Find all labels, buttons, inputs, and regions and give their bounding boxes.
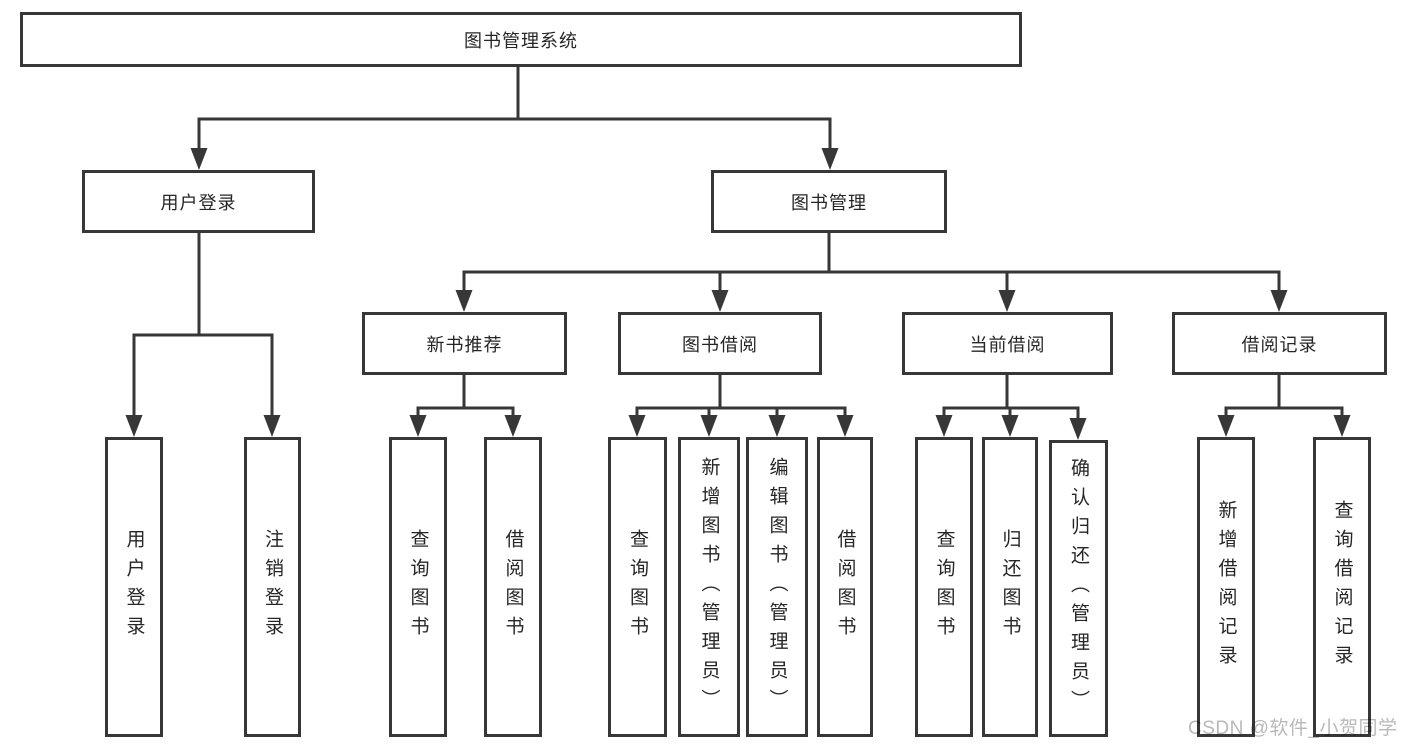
arrowhead-icon (1001, 415, 1019, 437)
leaf-add-borrow-record: 新增借阅记录 (1197, 437, 1255, 737)
node-label: 查询借阅记录 (1331, 500, 1353, 674)
node-label: 图书管理 (791, 192, 867, 213)
arrowhead-icon (455, 290, 473, 312)
arrowhead-icon (628, 415, 646, 437)
arrowhead-icon (768, 415, 786, 437)
arrowhead-icon (504, 415, 522, 437)
node-user-login: 用户登录 (82, 170, 315, 233)
node-label: 用户登录 (160, 192, 237, 213)
leaf-borrow-books: 借阅图书 (817, 437, 873, 737)
node-label: 图书管理系统 (464, 30, 578, 51)
leaf-add-book-admin: 新增图书（管理员） (678, 437, 740, 737)
arrowhead-icon (263, 415, 281, 437)
leaf-query-borrow-record: 查询借阅记录 (1313, 437, 1371, 737)
node-label: 借阅图书 (502, 529, 524, 645)
node-label: 新增图书（管理员） (698, 456, 720, 718)
arrowhead-icon (836, 415, 854, 437)
node-book-borrow: 图书借阅 (618, 312, 822, 375)
arrowhead-icon (935, 415, 953, 437)
node-label: 当前借阅 (969, 334, 1046, 355)
node-label: 用户登录 (123, 529, 145, 645)
node-label: 归还图书 (999, 529, 1021, 645)
arrowhead-icon (711, 290, 729, 312)
arrowhead-icon (1333, 415, 1351, 437)
watermark: CSDN @软件_小贺同学 (1188, 718, 1398, 739)
leaf-borrow-books-recommend: 借阅图书 (484, 437, 542, 737)
arrowhead-icon (821, 148, 839, 170)
leaf-user-login: 用户登录 (105, 437, 163, 737)
node-library-system: 图书管理系统 (20, 12, 1022, 67)
arrowhead-icon (190, 148, 208, 170)
leaf-query-books-current: 查询图书 (915, 437, 973, 737)
leaf-confirm-return-admin: 确认归还（管理员） (1049, 440, 1108, 737)
node-label: 查询图书 (407, 529, 429, 645)
node-label: 新书推荐 (426, 334, 503, 355)
leaf-logout: 注销登录 (244, 437, 301, 737)
arrowhead-icon (1217, 415, 1235, 437)
arrowhead-icon (1069, 418, 1087, 440)
node-new-book-recommend: 新书推荐 (362, 312, 567, 375)
leaf-query-books-borrow: 查询图书 (608, 437, 667, 737)
node-label: 编辑图书（管理员） (766, 456, 788, 718)
arrowhead-icon (998, 290, 1016, 312)
node-label: 图书借阅 (682, 334, 758, 355)
node-label: 确认归还（管理员） (1068, 458, 1089, 719)
node-label: 借阅记录 (1241, 334, 1318, 355)
leaf-edit-book-admin: 编辑图书（管理员） (746, 437, 808, 737)
node-book-management: 图书管理 (711, 170, 947, 233)
arrowhead-icon (125, 415, 143, 437)
arrowhead-icon (700, 415, 718, 437)
node-label: 新增借阅记录 (1215, 500, 1237, 674)
node-label: 查询图书 (627, 529, 648, 645)
leaf-return-book: 归还图书 (982, 437, 1038, 737)
leaf-query-books-recommend: 查询图书 (389, 437, 447, 737)
node-current-borrow: 当前借阅 (902, 312, 1113, 375)
node-borrow-record: 借阅记录 (1172, 312, 1387, 375)
arrowhead-icon (1270, 290, 1288, 312)
node-label: 借阅图书 (834, 529, 856, 645)
node-label: 查询图书 (933, 529, 955, 645)
node-label: 注销登录 (262, 529, 283, 645)
arrowhead-icon (409, 415, 427, 437)
